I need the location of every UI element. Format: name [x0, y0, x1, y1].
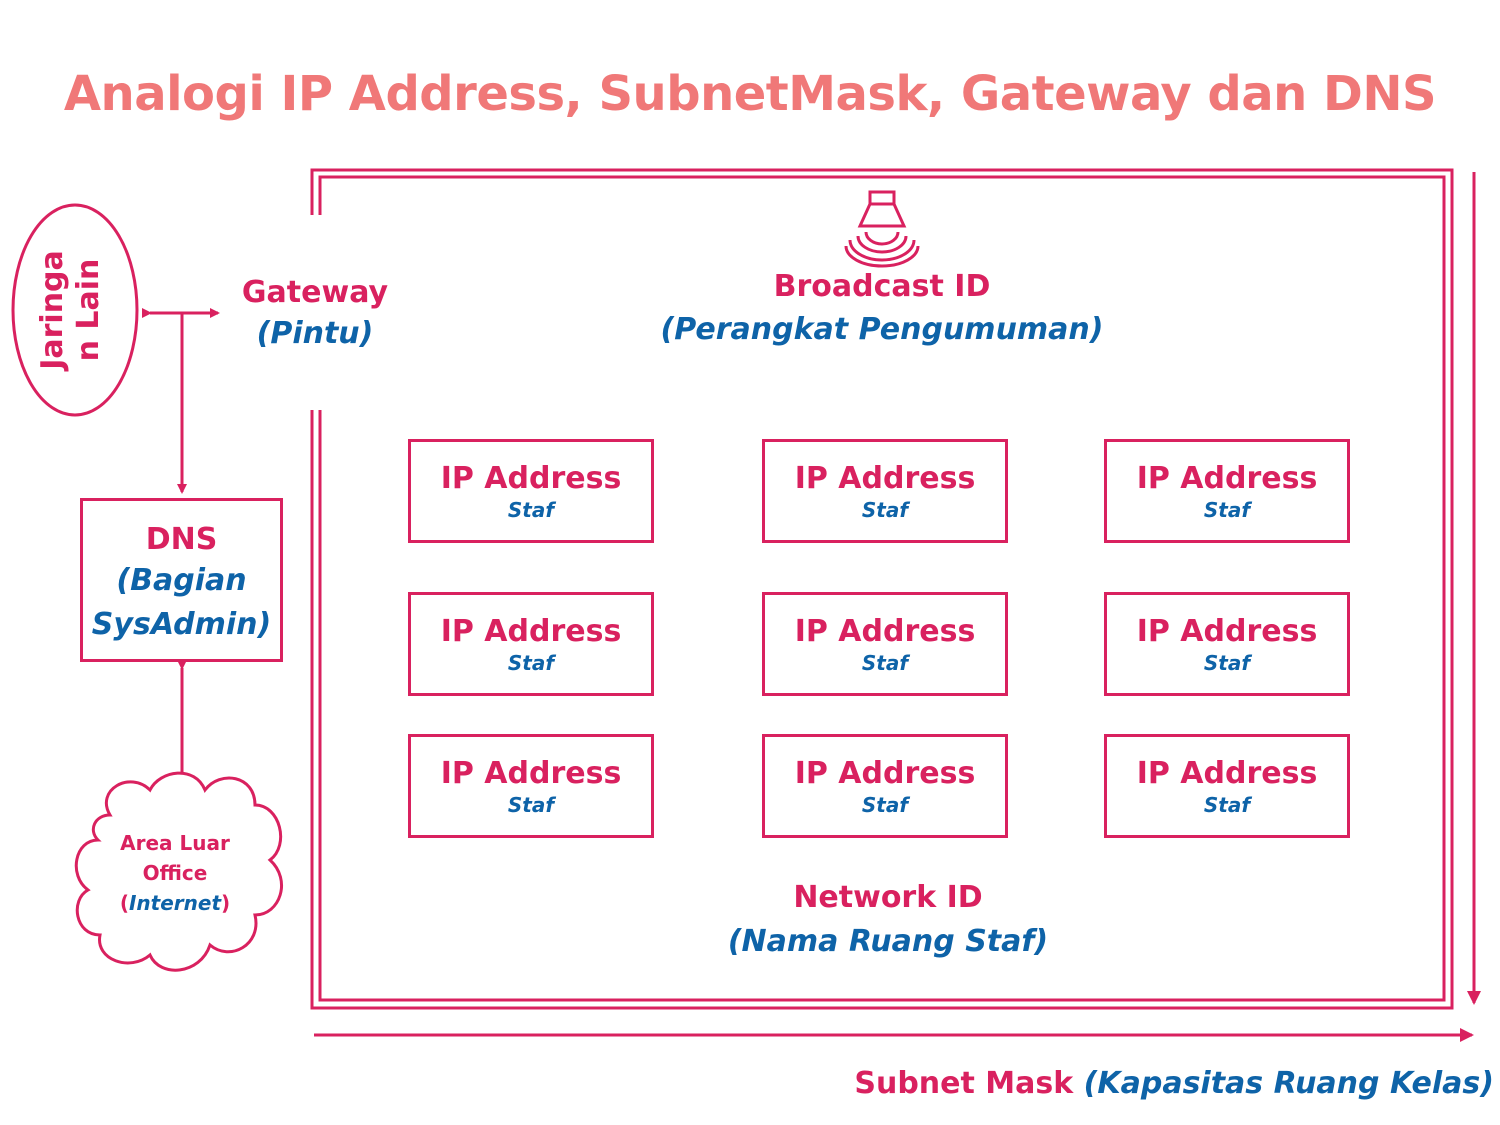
subnet-block: Subnet Mask (Kapasitas Ruang Kelas)	[854, 1064, 1494, 1104]
internet-label: Area Luar Office (Internet)	[105, 828, 245, 918]
gateway-block: Gateway (Pintu)	[220, 274, 410, 356]
network-block: Network ID (Nama Ruang Staf)	[588, 878, 1188, 966]
dns-sublabel-2: SysAdmin)	[91, 607, 272, 642]
ip-box-sublabel: Staf	[1203, 498, 1251, 522]
ip-box-label: IP Address	[440, 461, 622, 496]
dns-sublabel-1: (Bagian	[116, 563, 247, 598]
ip-box-2: IP Address Staf	[762, 439, 1008, 543]
broadcast-block: Broadcast ID (Perangkat Pengumuman)	[582, 268, 1182, 354]
ip-box-label: IP Address	[1136, 756, 1318, 791]
ip-box-1: IP Address Staf	[408, 439, 654, 543]
ip-box-sublabel: Staf	[1203, 793, 1251, 817]
ip-box-label: IP Address	[1136, 461, 1318, 496]
room-border	[310, 168, 1454, 1010]
ip-box-label: IP Address	[440, 614, 622, 649]
gateway-sublabel: (Pintu)	[256, 316, 374, 351]
diagram-title: Analogi IP Address, SubnetMask, Gateway …	[63, 66, 1437, 122]
internet-line1: Area Luar	[120, 831, 230, 855]
ip-box-sublabel: Staf	[507, 793, 555, 817]
internet-word: Internet	[128, 891, 222, 915]
other-network-line1: Jaringa	[35, 250, 70, 370]
internet-close-paren: )	[221, 891, 231, 915]
ip-box-label: IP Address	[794, 461, 976, 496]
ip-box-label: IP Address	[794, 614, 976, 649]
ip-box-label: IP Address	[1136, 614, 1318, 649]
ip-box-9: IP Address Staf	[1104, 734, 1350, 838]
speaker-icon	[844, 190, 920, 268]
ip-box-4: IP Address Staf	[408, 592, 654, 696]
network-sublabel: (Nama Ruang Staf)	[727, 924, 1049, 959]
ip-box-label: IP Address	[794, 756, 976, 791]
network-label: Network ID	[793, 880, 983, 915]
ip-box-sublabel: Staf	[861, 793, 909, 817]
ip-box-3: IP Address Staf	[1104, 439, 1350, 543]
subnet-label: Subnet Mask	[854, 1066, 1074, 1101]
ip-box-sublabel: Staf	[1203, 651, 1251, 675]
broadcast-label: Broadcast ID	[773, 269, 991, 304]
ip-box-sublabel: Staf	[507, 651, 555, 675]
internet-line2: Office	[142, 861, 208, 885]
ip-box-sublabel: Staf	[507, 498, 555, 522]
other-network-ellipse	[11, 203, 139, 417]
dns-box: DNS (Bagian SysAdmin)	[80, 498, 283, 662]
dns-label: DNS	[145, 522, 218, 557]
ip-box-label: IP Address	[440, 756, 622, 791]
ip-box-sublabel: Staf	[861, 498, 909, 522]
internet-line3: (Internet)	[105, 888, 245, 918]
other-network-line2: n Lain	[71, 258, 106, 362]
internet-cloud	[74, 771, 283, 972]
ip-box-5: IP Address Staf	[762, 592, 1008, 696]
subnet-sublabel: (Kapasitas Ruang Kelas)	[1083, 1066, 1494, 1101]
internet-open-paren: (	[119, 891, 129, 915]
broadcast-sublabel: (Perangkat Pengumuman)	[660, 312, 1104, 347]
ip-box-sublabel: Staf	[861, 651, 909, 675]
ip-box-7: IP Address Staf	[408, 734, 654, 838]
gateway-label: Gateway	[241, 275, 389, 310]
ip-box-6: IP Address Staf	[1104, 592, 1350, 696]
ip-box-8: IP Address Staf	[762, 734, 1008, 838]
other-network-label: Jaringa n Lain	[35, 210, 115, 410]
